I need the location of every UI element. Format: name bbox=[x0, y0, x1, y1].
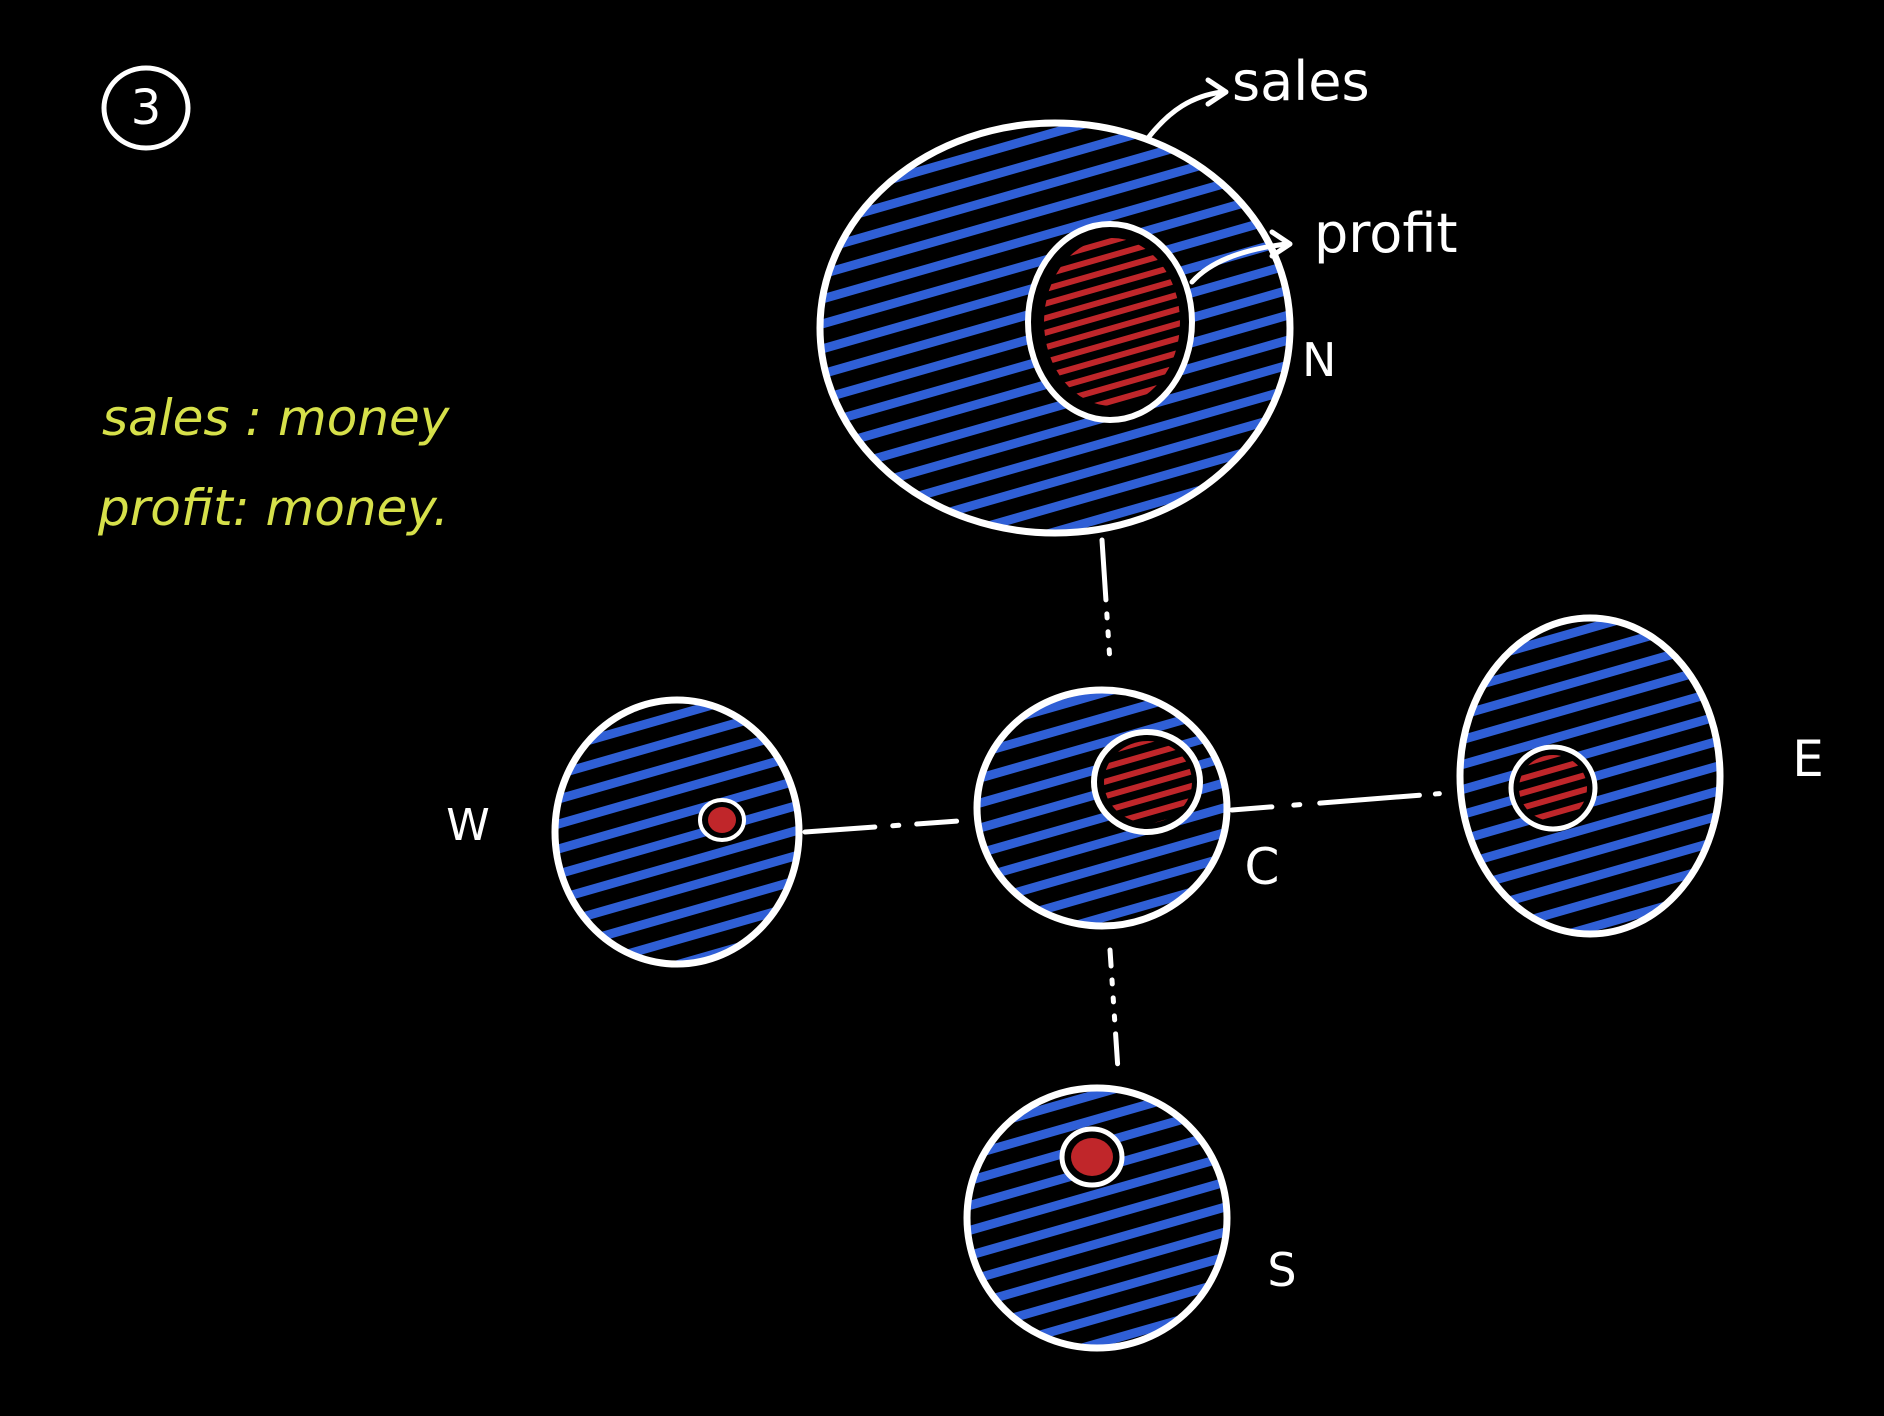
region-c-profit-fill bbox=[1104, 741, 1192, 823]
connectors bbox=[802, 537, 1463, 1073]
legend: sales : money profit: money. bbox=[97, 389, 451, 537]
region-n-profit-fill bbox=[1044, 238, 1180, 406]
region-w bbox=[551, 696, 803, 968]
connector-c-s bbox=[1107, 947, 1121, 1073]
legend-line-profit: profit: money. bbox=[97, 479, 449, 537]
region-s-sales-circle bbox=[963, 1084, 1231, 1352]
region-c bbox=[973, 686, 1231, 930]
annotation-profit: profit bbox=[1314, 202, 1458, 265]
region-label-s: S bbox=[1267, 1243, 1296, 1297]
step-badge: 3 bbox=[101, 65, 191, 151]
region-s bbox=[963, 1084, 1231, 1352]
profit-arrow bbox=[1189, 241, 1289, 285]
region-label-c: C bbox=[1245, 838, 1280, 896]
region-n bbox=[816, 119, 1294, 537]
legend-line-sales: sales : money bbox=[102, 389, 451, 447]
region-e-profit-fill bbox=[1519, 755, 1587, 821]
region-e bbox=[1456, 614, 1724, 938]
step-badge-circle bbox=[101, 65, 191, 151]
region-s-profit-fill bbox=[1071, 1138, 1113, 1176]
region-label-e: E bbox=[1792, 730, 1824, 788]
sales-arrow bbox=[1145, 89, 1225, 141]
region-w-sales-circle bbox=[551, 696, 803, 968]
connector-w-c bbox=[802, 817, 976, 835]
region-w-profit-fill bbox=[708, 807, 736, 833]
connector-c-e bbox=[1229, 789, 1463, 813]
profit-arrowhead bbox=[1269, 229, 1293, 259]
sales-arrowhead bbox=[1205, 77, 1229, 107]
step-number: 3 bbox=[131, 80, 162, 136]
region-label-n: N bbox=[1302, 333, 1336, 387]
region-label-w: W bbox=[446, 800, 490, 851]
connector-n-c bbox=[1099, 537, 1113, 665]
annotation-arrows bbox=[1145, 77, 1293, 285]
annotation-sales: sales bbox=[1232, 50, 1370, 113]
